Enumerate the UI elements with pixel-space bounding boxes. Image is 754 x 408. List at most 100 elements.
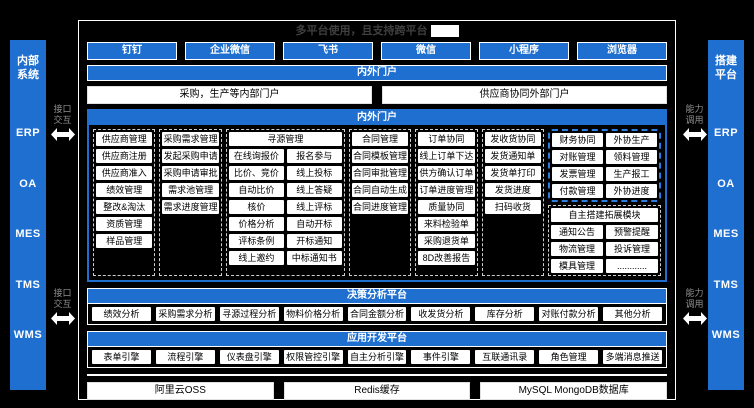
module-box: 物流管理 (551, 242, 604, 256)
client-channel: 钉钉 (87, 42, 177, 60)
portals-row: 采购，生产等内部门户供应商协同外部门户 (87, 86, 667, 104)
modules-section: 内外门户 供应商管理供应商注册供应商准入绩效管理整改&淘汰资质管理样品管理 采购… (87, 109, 667, 282)
engine-box: 流程引擎 (155, 350, 215, 364)
client-channel: 浏览器 (577, 42, 667, 60)
module-box: 评标条例 (228, 234, 284, 248)
module-box: 线上答疑 (286, 183, 342, 197)
module-box: 自动比价 (228, 183, 284, 197)
diagram-title: 多平台使用，且支持跨平台 (87, 23, 667, 40)
system-item: WMS (711, 329, 741, 342)
portal-bar: 内外门户 (87, 65, 667, 81)
module-box: 发票管理 (552, 167, 604, 181)
module-box: 来料检验单 (418, 217, 475, 231)
analysis-box: 合同金额分析 (347, 307, 407, 321)
engine-box: 自主分析引擎 (347, 350, 407, 364)
module-box: 8D改善报告 (418, 251, 475, 265)
module-box: 资质管理 (96, 217, 153, 231)
double-arrow-icon (682, 311, 707, 325)
module-box: 投诉管理 (606, 242, 658, 256)
module-box: 预警提醒 (606, 225, 658, 239)
connector-label: 接口交互 (53, 288, 72, 309)
module-box: 订单协同 (418, 132, 475, 146)
connector-left-bottom: 接口交互 (49, 288, 76, 325)
storage-layer-bar (87, 374, 667, 376)
engine-box: 角色管理 (539, 350, 599, 364)
module-box: 自动开标 (286, 217, 342, 231)
infrastructure-box: 阿里云OSS (87, 382, 274, 400)
analysis-box: 其他分析 (603, 307, 663, 321)
shipping-group: 发收货协同发货通知单发货单打印发货进度扫码收货 (481, 129, 545, 276)
decision-analysis-header: 决策分析平台 (88, 289, 666, 304)
module-box: 领料管理 (606, 150, 657, 164)
redaction-box (430, 25, 459, 38)
module-box: 开标通知 (286, 234, 342, 248)
module-box: 整改&淘汰 (96, 200, 153, 214)
connector-right-bottom: 能力调用 (681, 288, 708, 325)
module-box: 发起采购申请 (162, 149, 219, 163)
app-development-header: 应用开发平台 (88, 332, 666, 347)
module-box: 采购申请审批 (162, 166, 219, 180)
module-box: 在线询报价 (228, 149, 284, 163)
module-box: 付款管理 (552, 184, 604, 198)
client-channel: 企业微信 (185, 42, 275, 60)
demand-group: 采购需求管理发起采购申请采购申请审批需求池管理需求进度管理 (159, 129, 222, 276)
app-development-section: 应用开发平台 表单引擎流程引擎仪表盘引擎权限管控引擎自主分析引擎事件引擎互联通讯… (87, 331, 667, 368)
module-box: 外协生产 (606, 133, 657, 147)
connector-label: 能力调用 (685, 288, 704, 309)
system-item: OA (19, 177, 37, 190)
module-box: 样品管理 (96, 234, 153, 248)
module-box: 财务协同 (552, 133, 604, 147)
system-item: MES (713, 228, 739, 241)
module-box: 线上邀约 (228, 251, 284, 265)
module-box: 扫码收货 (484, 200, 542, 214)
engine-box: 事件引擎 (411, 350, 471, 364)
portal-box: 采购，生产等内部门户 (87, 86, 372, 104)
building-platform-label: 搭建平台 (715, 55, 737, 82)
module-box: 线上评标 (286, 200, 342, 214)
infrastructure-box: MySQL MongoDB数据库 (480, 382, 668, 400)
sourcing-group: 寻源管理 在线询报价报名参与比价、竞价线上投标自动比价线上答疑核价线上评标价格分… (225, 129, 345, 276)
module-box: 需求池管理 (162, 183, 219, 197)
system-item: WMS (13, 329, 43, 342)
finance-outsourcing-group: 财务协同外协生产对账管理领料管理发票管理生产报工付款管理外协进度 (548, 129, 661, 202)
decision-analysis-section: 决策分析平台 绩效分析采购需求分析寻源过程分析物料价格分析合同金额分析收发货分析… (87, 288, 667, 325)
module-box: 合同模板管理 (351, 149, 409, 163)
double-arrow-icon (682, 127, 707, 141)
module-box: 绩效管理 (96, 183, 153, 197)
module-box: 供方确认订单 (418, 166, 475, 180)
module-box: 质量协同 (418, 200, 475, 214)
connector-left-top: 接口交互 (49, 104, 76, 141)
system-item: ERP (15, 127, 41, 140)
engine-box: 表单引擎 (92, 350, 151, 364)
engine-box: 权限管控引擎 (283, 350, 343, 364)
portal-box: 供应商协同外部门户 (382, 86, 667, 104)
module-box: 订单进度管理 (418, 183, 475, 197)
analysis-box: 寻源过程分析 (219, 307, 279, 321)
module-box: 合同自动生成 (351, 183, 409, 197)
supplier-group: 供应商管理供应商注册供应商准入绩效管理整改&淘汰资质管理样品管理 (93, 129, 156, 276)
custom-extension-header: 自主搭建拓展模块 (551, 208, 658, 222)
double-arrow-icon (50, 127, 75, 141)
module-box: 价格分析 (228, 217, 284, 231)
modules-section-header: 内外门户 (89, 111, 665, 125)
module-box: ............ (606, 259, 658, 273)
module-box: 发货进度 (484, 183, 542, 197)
module-box: 线上订单下达 (418, 149, 475, 163)
client-channel: 飞书 (283, 42, 373, 60)
module-box: 中标通知书 (286, 251, 342, 265)
double-arrow-icon (50, 311, 75, 325)
module-box: 线上投标 (286, 166, 342, 180)
module-box: 报名参与 (286, 149, 342, 163)
analysis-box: 对账付款分析 (539, 307, 599, 321)
analysis-box: 采购需求分析 (155, 307, 215, 321)
client-channel: 微信 (381, 42, 471, 60)
custom-extension-group: 自主搭建拓展模块 通知公告预警提醒物流管理投诉管理模具管理...........… (548, 205, 661, 276)
module-box: 发货通知单 (484, 149, 542, 163)
analysis-box: 物料价格分析 (283, 307, 343, 321)
decision-analysis-row: 绩效分析采购需求分析寻源过程分析物料价格分析合同金额分析收发货分析库存分析对账付… (88, 304, 666, 324)
